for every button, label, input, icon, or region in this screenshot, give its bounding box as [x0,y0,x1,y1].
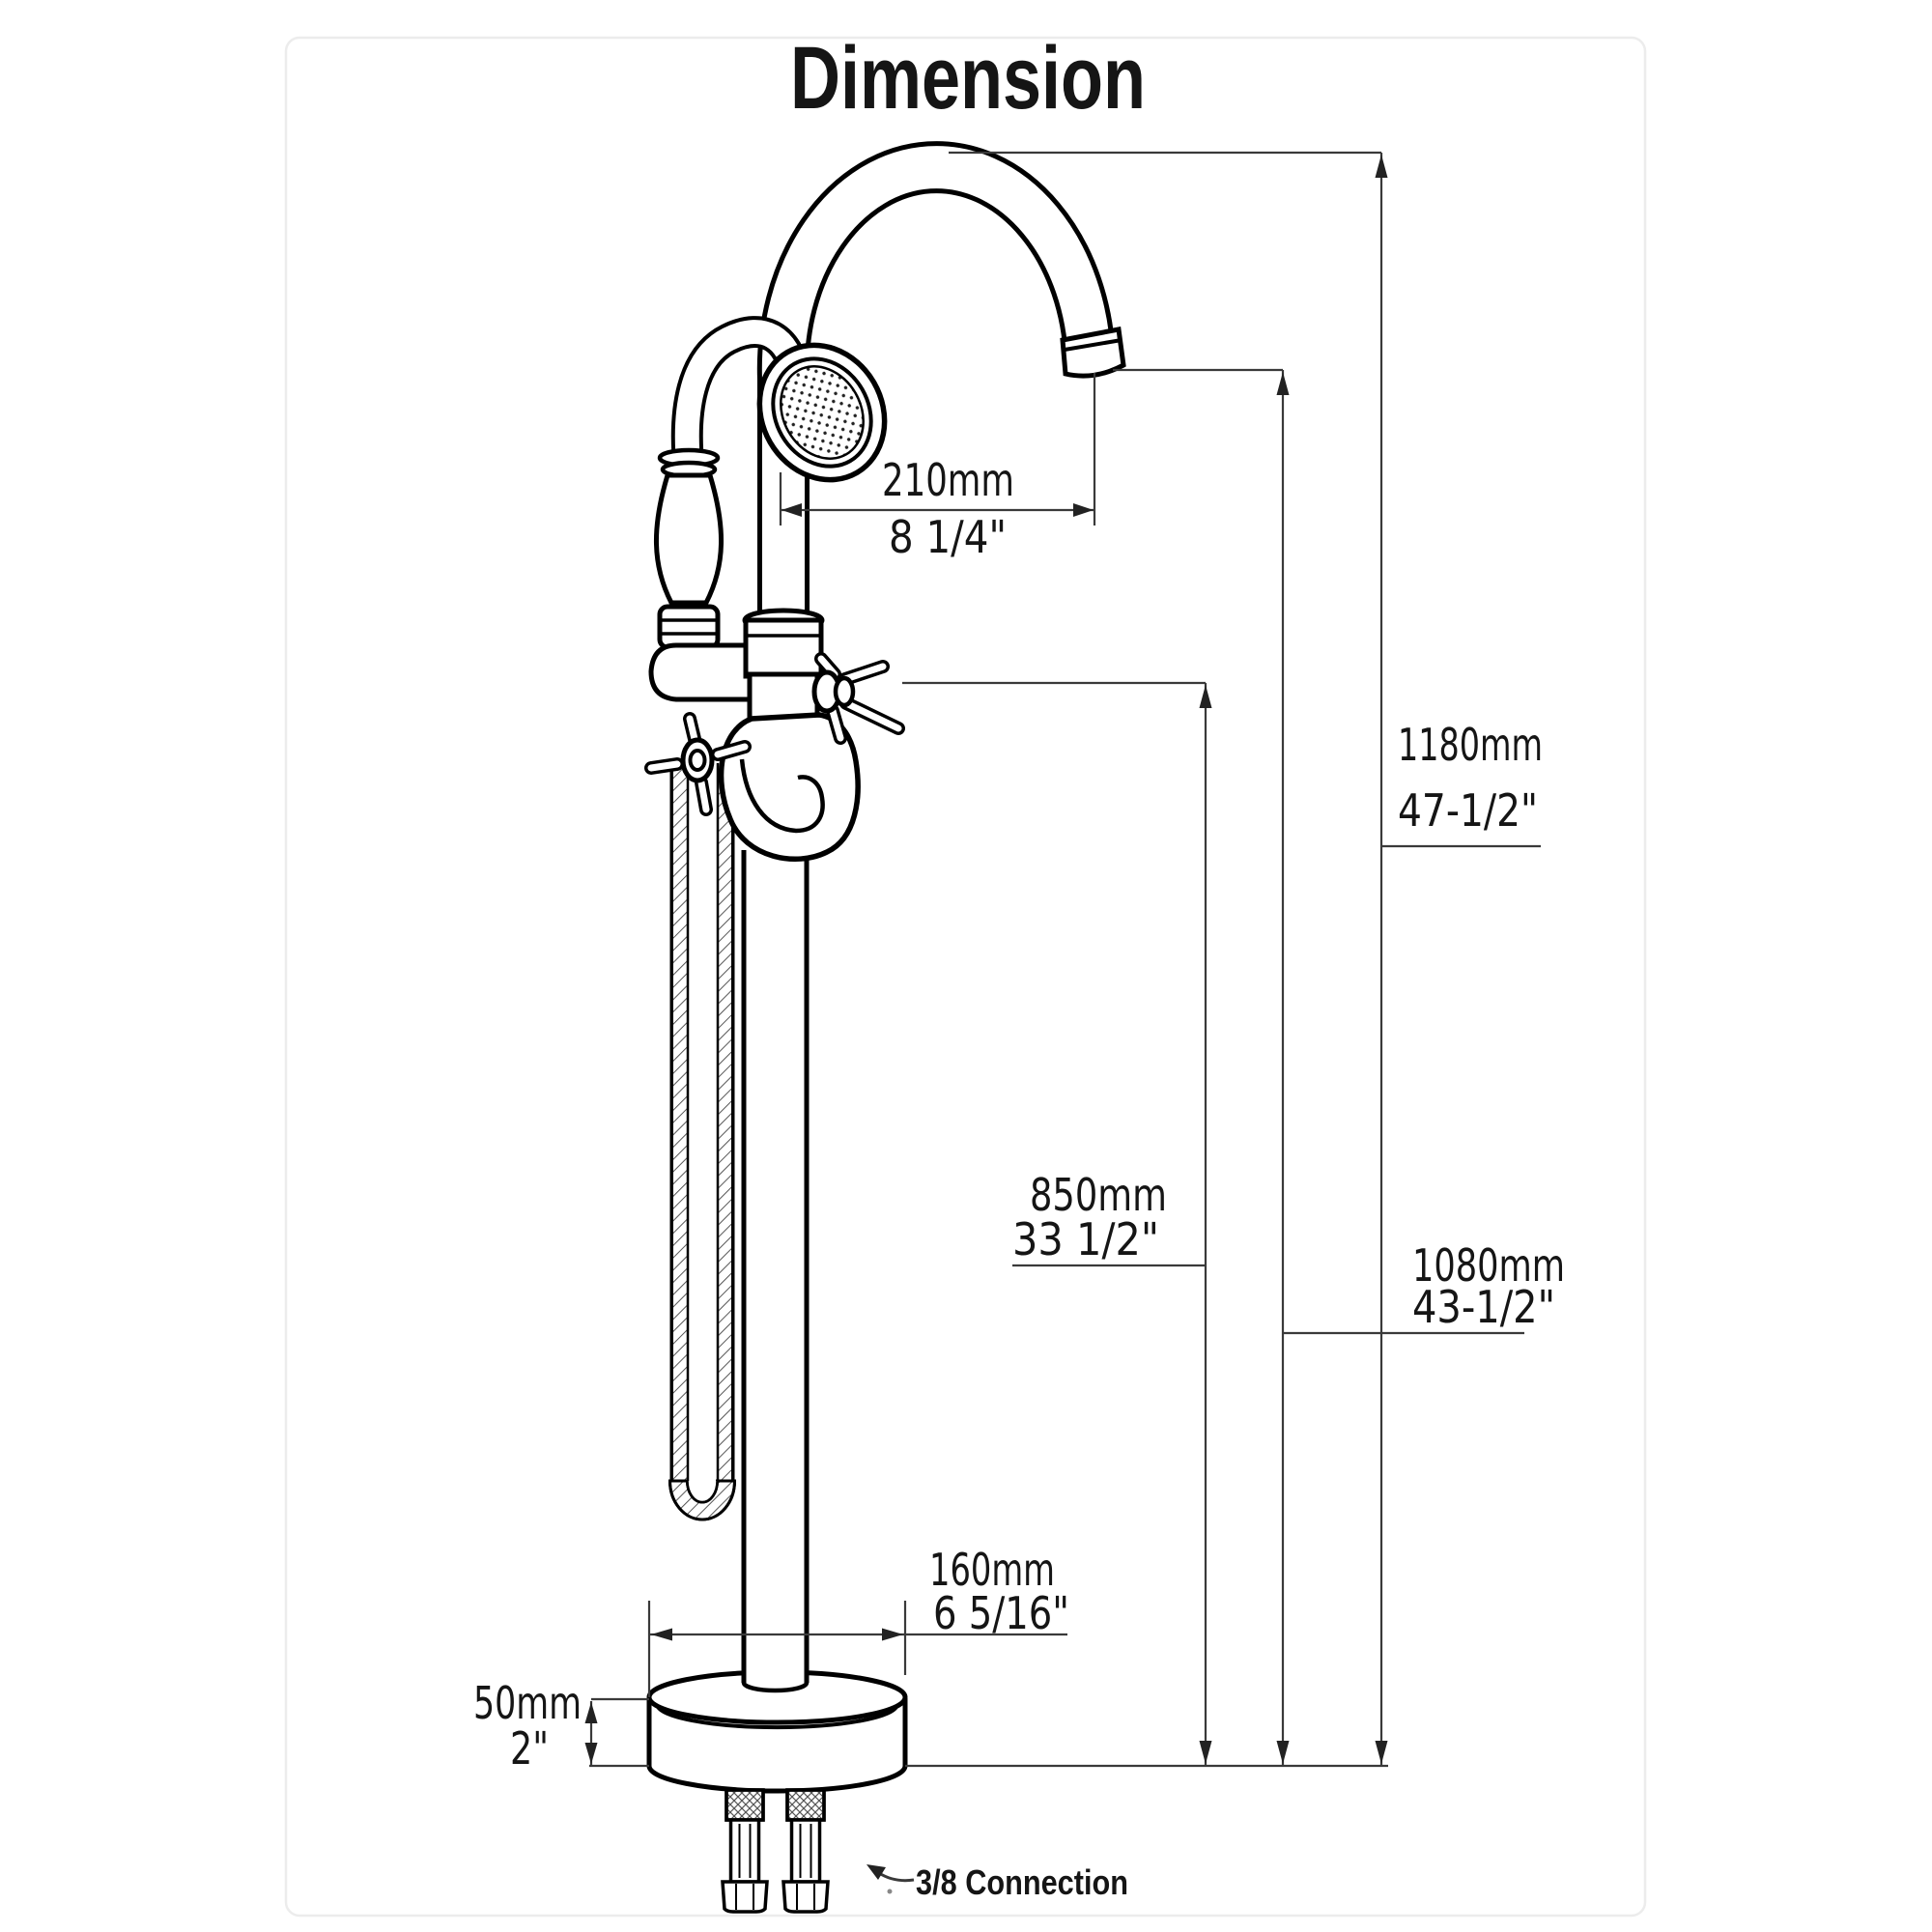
canvas-border [284,36,1647,1918]
dim-160-mm-label: 160mm [929,1544,1055,1596]
dim-210-inch-label: 8 1/4" [889,511,1007,563]
arrowhead-down-icon [1276,1741,1290,1764]
gooseneck-spout [756,141,1126,626]
cross-handle-right [811,652,905,745]
dim-210-mm-label: 210mm [882,454,1014,506]
dim-1080-inch-label: 43-1/2" [1412,1281,1555,1333]
dim-1080-lines [1276,370,1524,1766]
dim-50-lines [584,1697,649,1768]
connection-leader [867,1864,915,1894]
hose-nut [781,1880,830,1914]
dim-1180-mm-label: 1180mm [1398,719,1543,771]
hose-nut [721,1880,769,1914]
dim-160-inch-label: 6 5/16" [933,1587,1069,1639]
dim-50-inch-label: 2" [510,1722,549,1775]
arrowhead-up-icon [1276,372,1290,395]
dim-210-lines [779,373,1096,526]
arrowhead-down-icon [1199,1741,1212,1764]
base-drum [646,1642,908,1794]
dim-850-inch-label: 33 1/2" [1012,1213,1159,1265]
leader-dot [887,1889,893,1894]
faucet-line-art [644,141,1126,1914]
handle-collars [657,604,721,650]
arrowhead-left-icon [651,1628,672,1641]
arrowhead-upleft-icon [867,1864,886,1880]
shower-face-dots [780,365,865,460]
arrowhead-down-icon [584,1743,598,1764]
arrowhead-up-icon [584,1702,598,1723]
arrowhead-down-icon [1375,1741,1388,1764]
handshower-head [756,342,888,483]
handshower-hose [668,763,737,1521]
arrowhead-left-icon [781,503,802,517]
handshower-neck [670,316,810,484]
dim-850-mm-label: 850mm [1030,1169,1167,1221]
page-title: Dimension [790,29,1146,128]
connection-label: 3/8 Connection [916,1862,1128,1902]
shower-bracket-arm [648,642,760,702]
dim-1180-lines [1375,153,1541,1766]
mixer-body [718,712,861,862]
handshower-handle [654,472,724,606]
supply-hose-right [781,1788,830,1914]
dim-1080-mm-label: 1080mm [1412,1239,1565,1292]
dimension-lines [584,151,1541,1894]
arrowhead-right-icon [882,1628,903,1641]
riser-column [741,848,810,1685]
supply-hose-left [721,1788,769,1914]
arrowhead-up-icon [1375,155,1388,178]
dim-850-lines [1012,683,1212,1766]
arrowhead-right-icon [1073,503,1094,517]
dim-50-mm-label: 50mm [473,1677,582,1729]
valve-body [742,608,825,737]
dim-160-lines [647,1601,1067,1697]
cross-handle-left [644,712,752,816]
arrowhead-up-icon [1199,685,1212,708]
dim-1180-inch-label: 47-1/2" [1398,784,1538,837]
